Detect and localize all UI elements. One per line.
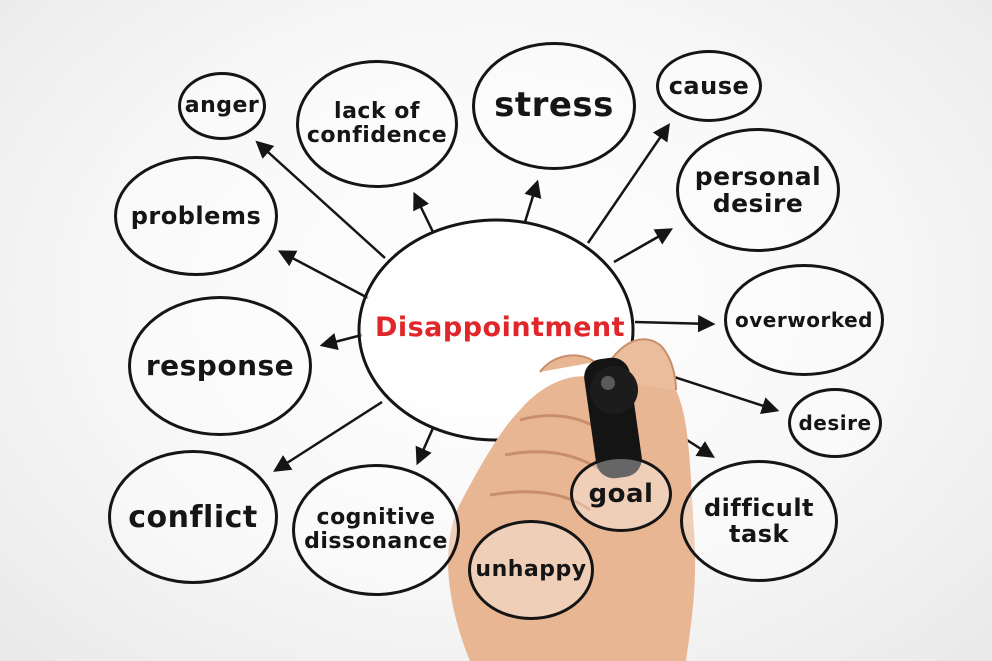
arrow-to-lack-of-confidence (413, 191, 435, 233)
node-difficult-task: difficult task (680, 460, 838, 582)
node-conflict: conflict (108, 450, 278, 584)
arrow-to-problems (277, 250, 369, 300)
arrow-to-conflict (273, 400, 383, 472)
arrow-to-anger (255, 140, 386, 259)
node-stress: stress (472, 42, 636, 170)
arrow-to-stress (523, 179, 542, 223)
arrow-to-personal-desire (613, 228, 674, 264)
node-problems-label: problems (130, 201, 262, 230)
node-cause: cause (656, 50, 762, 122)
node-stress-label: stress (494, 85, 614, 126)
arrow-to-cause (586, 123, 670, 244)
node-lack-of-confidence: lack of confidence (296, 60, 458, 188)
node-response: response (128, 296, 312, 436)
node-overworked: overworked (724, 264, 884, 376)
node-anger: anger (178, 72, 266, 140)
node-cognitive-dissonance: cognitive dissonance (292, 464, 460, 596)
arrow-to-response (319, 333, 363, 350)
node-anger-label: anger (184, 92, 260, 118)
arrow-to-cognitive-dissonance (415, 427, 435, 466)
marker-tip (590, 366, 638, 414)
node-response-label: response (145, 348, 295, 382)
node-conflict-label: conflict (128, 499, 258, 535)
node-goal: goal (570, 456, 672, 532)
center-topic-label: Disappointment (374, 312, 626, 343)
arrow-to-overworked (634, 314, 716, 333)
node-desire: desire (788, 388, 882, 458)
node-unhappy: unhappy (468, 520, 594, 620)
node-goal-label: goal (588, 478, 654, 509)
node-cognitive-dissonance-label: cognitive dissonance (304, 504, 448, 554)
node-overworked-label: overworked (735, 308, 873, 332)
node-problems: problems (114, 156, 278, 276)
node-lack-of-confidence-label: lack of confidence (306, 98, 448, 148)
node-cause-label: cause (668, 71, 750, 100)
node-personal-desire: personal desire (676, 128, 840, 252)
node-desire-label: desire (798, 411, 872, 435)
node-difficult-task-label: difficult task (703, 493, 815, 548)
node-unhappy-label: unhappy (475, 556, 587, 582)
node-personal-desire-label: personal desire (694, 161, 822, 218)
